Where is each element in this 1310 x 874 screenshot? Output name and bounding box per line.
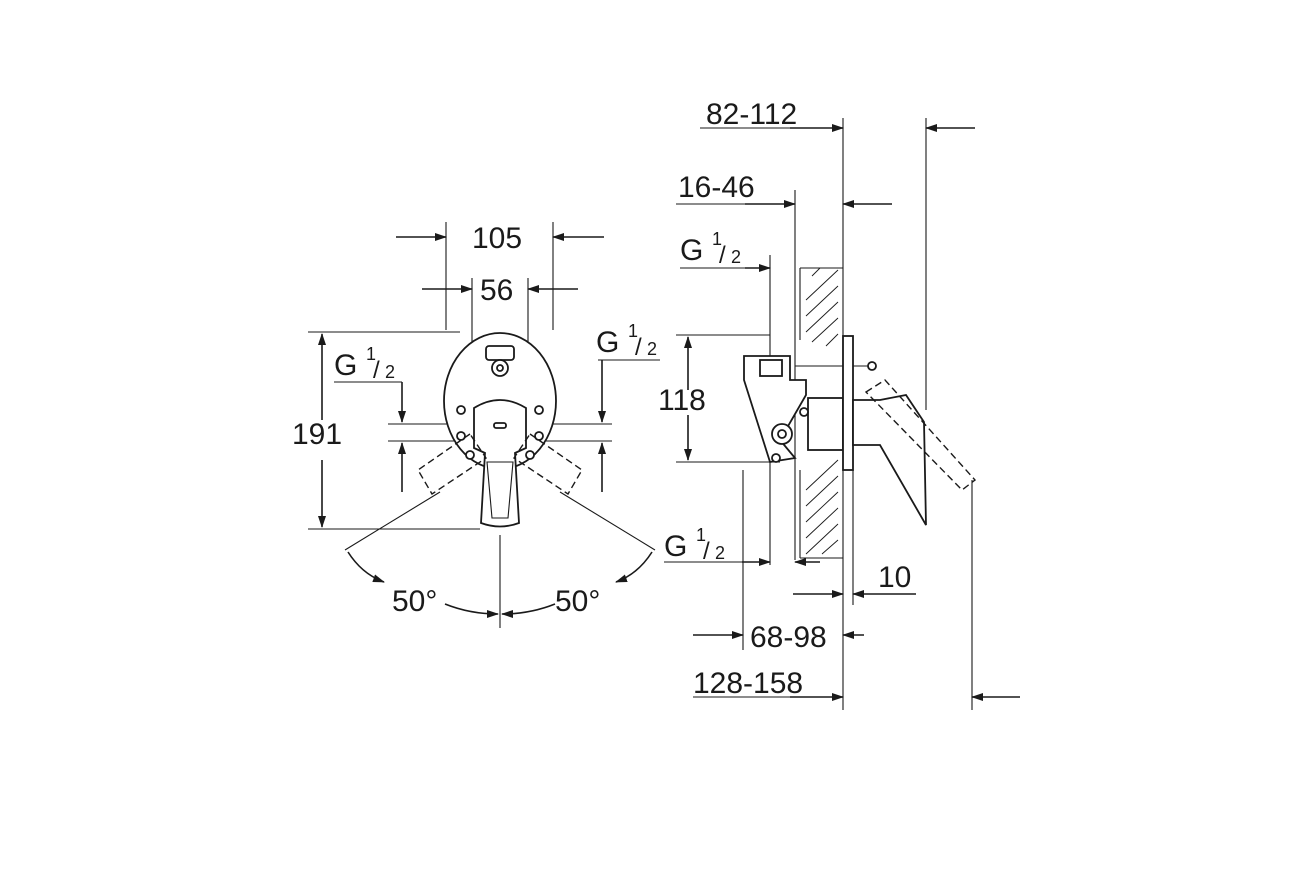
- svg-text:/: /: [635, 334, 642, 361]
- cartridge-cap: [485, 345, 515, 361]
- inlet-bottom-denominator: 2: [715, 543, 725, 563]
- inlet-left-label: G: [334, 349, 357, 382]
- dim-plate-10: 10: [878, 561, 911, 594]
- dim-width-56: 56: [480, 274, 513, 307]
- fixing-screw-right: [534, 405, 544, 415]
- inlet-top-numerator: 1: [712, 229, 722, 249]
- angle-right-label: 50°: [555, 585, 600, 618]
- handle-position-raised: [864, 379, 977, 491]
- fixing-screw-left: [456, 405, 466, 415]
- side-view: 82-112 16-46 G 1 / 2: [658, 98, 1020, 710]
- angle-left-label: 50°: [392, 585, 437, 618]
- dim-height-118: 118: [658, 384, 706, 417]
- mixer-body-side: [743, 335, 977, 526]
- handle-indicator: [493, 422, 507, 429]
- inlet-bottom-label: G: [664, 530, 687, 563]
- svg-text:/: /: [373, 357, 380, 384]
- svg-text:/: /: [703, 538, 710, 565]
- handle-position-right: [513, 433, 583, 495]
- svg-text:/: /: [719, 242, 726, 269]
- inlet-right-label: G: [596, 326, 619, 359]
- inlet-top-label: G: [680, 234, 703, 267]
- dim-depth-16-46: 16-46: [678, 171, 755, 204]
- inlet-left-denominator: 2: [385, 362, 395, 382]
- dim-width-105: 105: [472, 222, 522, 255]
- dim-depth-128-158: 128-158: [693, 667, 803, 700]
- front-view: 105 56 191 G 1 / 2 G 1 / 2: [292, 222, 660, 628]
- inlet-right-denominator: 2: [647, 339, 657, 359]
- inlet-left-numerator: 1: [366, 344, 376, 364]
- dim-depth-68-98: 68-98: [750, 621, 827, 654]
- inlet-right-numerator: 1: [628, 321, 638, 341]
- lever-handle-side: [852, 394, 927, 526]
- lever-handle: [473, 399, 527, 528]
- dim-height-191: 191: [292, 418, 342, 451]
- dim-depth-82-112: 82-112: [706, 98, 797, 131]
- cartridge-housing: [807, 397, 844, 451]
- escutcheon-side: [842, 335, 854, 471]
- wall-section: [799, 267, 843, 559]
- inlet-bottom-numerator: 1: [696, 525, 706, 545]
- inlet-top-denominator: 2: [731, 247, 741, 267]
- handle-position-left: [417, 433, 487, 495]
